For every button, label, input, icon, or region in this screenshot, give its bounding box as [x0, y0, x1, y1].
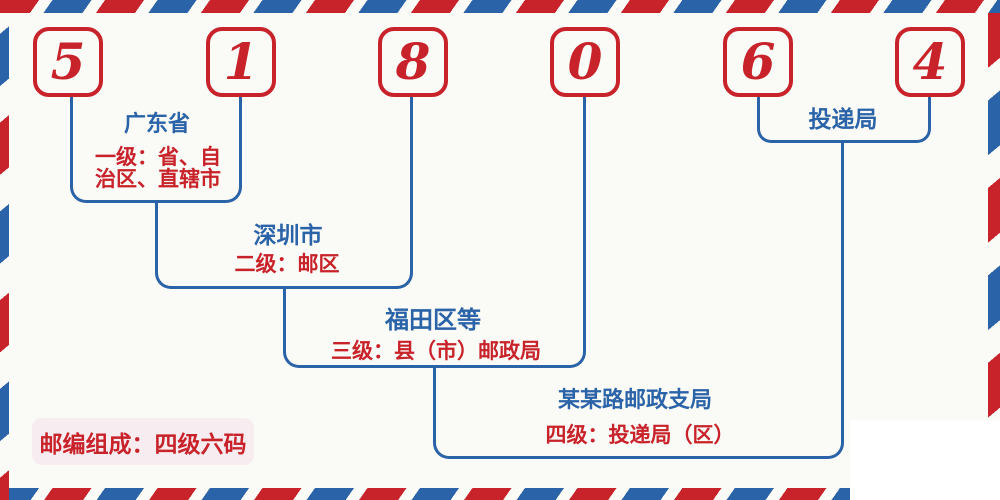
level4-name: 某某路邮政支局 — [557, 388, 713, 413]
bottom-right-cover — [850, 420, 1000, 500]
composition-badge: 邮编组成：四级六码 — [32, 418, 254, 465]
level3-name: 福田区等 — [385, 306, 481, 334]
digit-1: 5 — [50, 32, 86, 91]
digit-box-6: 4 — [895, 27, 965, 97]
digit-box-5: 6 — [723, 27, 793, 97]
digit-box-1: 5 — [33, 27, 103, 97]
digit-5: 6 — [740, 32, 776, 91]
connector-digit3-line — [410, 96, 413, 203]
digit-box-2: 1 — [206, 27, 276, 97]
digit-box-3: 8 — [378, 27, 448, 97]
connector-level2-bracket — [155, 202, 413, 289]
level4-desc: 四级：投递局（区） — [545, 423, 735, 447]
level1-desc: 一级：省、自 治区、直辖市 — [95, 145, 221, 191]
delivery-office-label: 投递局 — [808, 107, 878, 133]
composition-badge-text: 邮编组成：四级六码 — [39, 431, 247, 458]
airmail-border-top — [0, 0, 1000, 13]
level1-name: 广东省 — [123, 112, 191, 137]
level2-desc: 二级：邮区 — [234, 252, 340, 276]
airmail-border-bottom — [0, 488, 1000, 500]
connector-delivery-bracket — [757, 96, 931, 143]
connector-level1-bracket — [70, 96, 242, 203]
level3-desc: 三级：县（市）邮政局 — [331, 339, 541, 363]
airmail-border-right — [988, 13, 1000, 500]
digit-6: 4 — [912, 32, 948, 91]
digit-4: 0 — [567, 32, 603, 91]
digit-box-4: 0 — [550, 27, 620, 97]
connector-level4-bracket — [433, 367, 844, 459]
connector-digit4-line — [583, 96, 586, 289]
digit-3: 8 — [395, 32, 431, 91]
connector-level3-bracket — [283, 288, 586, 368]
connector-digit56-line — [841, 142, 844, 368]
level2-name: 深圳市 — [253, 223, 323, 249]
airmail-border-left — [0, 13, 9, 500]
digit-2: 1 — [223, 32, 259, 91]
